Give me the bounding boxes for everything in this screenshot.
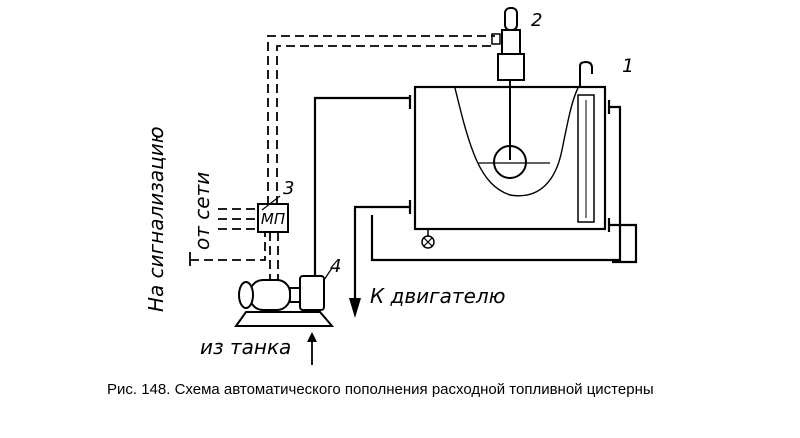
fuel-piping <box>313 96 638 305</box>
pump-body <box>299 275 325 311</box>
wire-inner <box>276 45 495 205</box>
tank-cutaway-curve <box>454 87 579 197</box>
sensor-housing <box>497 53 525 81</box>
return-line <box>370 105 622 262</box>
motor-body <box>249 279 291 311</box>
label-to-signaling: На сигнализацию <box>144 126 168 312</box>
label-from-network: от сети <box>190 172 214 250</box>
label-to-engine: К двигателю <box>370 284 506 308</box>
sensor-collar <box>501 29 521 55</box>
motor-pump-unit <box>234 275 335 327</box>
float-relay-sensor <box>491 7 525 81</box>
discharge-pipe <box>313 96 410 275</box>
figure-caption: Рис. 148. Схема автоматического пополнен… <box>107 381 654 398</box>
float-ball <box>493 145 527 179</box>
starter-box-label: МП <box>261 210 285 228</box>
return-line-right <box>609 223 638 264</box>
motor-end <box>238 281 254 309</box>
vent-pipe <box>579 60 593 87</box>
sensor-terminal <box>491 33 501 45</box>
service-tank <box>408 60 611 249</box>
suction-arrow <box>307 332 317 342</box>
callout-tank: 1 <box>622 55 634 77</box>
magnetic-starter: МП <box>257 203 289 233</box>
wire-to-signaling <box>190 232 266 261</box>
wire-outer <box>267 35 495 205</box>
drain-valve <box>421 235 435 249</box>
callout-float-sensor: 2 <box>531 10 542 31</box>
engine-supply-pipe <box>353 205 410 305</box>
coupling <box>289 287 301 303</box>
pump-base <box>234 311 335 327</box>
callout-pump: 4 <box>330 256 341 277</box>
sensor-top <box>504 7 518 31</box>
control-wiring <box>190 35 495 282</box>
engine-flow-arrow <box>349 298 361 318</box>
level-gauge-glass <box>577 94 595 223</box>
label-from-tank: из танка <box>200 335 291 359</box>
callout-starter: 3 <box>283 178 294 199</box>
